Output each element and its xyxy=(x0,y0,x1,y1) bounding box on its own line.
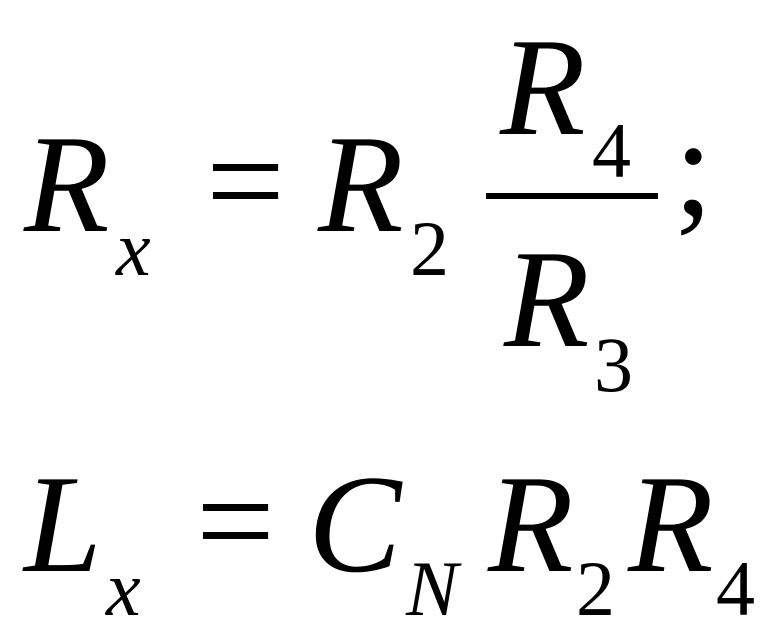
eq2-equals-sign: = xyxy=(196,444,275,599)
eq2-term2-symbol: R xyxy=(488,447,574,602)
eq1-semicolon: ; xyxy=(674,90,713,245)
eq1-numerator-symbol: R xyxy=(500,10,586,165)
eq2-term1-subscript: N xyxy=(406,545,459,632)
eq2-lhs-subscript: x xyxy=(106,545,141,632)
eq1-lhs-subscript: x xyxy=(116,205,151,292)
eq1-denominator-symbol: R xyxy=(504,222,590,377)
eq1-denominator-subscript: 3 xyxy=(594,321,633,408)
eq1-factor-symbol: R xyxy=(318,107,404,262)
eq1-fraction-bar xyxy=(486,193,658,199)
eq1-factor-subscript: 2 xyxy=(410,205,449,292)
eq1-lhs-symbol: R xyxy=(24,107,110,262)
eq1-numerator-subscript: 4 xyxy=(592,107,631,194)
eq2-term3-symbol: R xyxy=(628,447,714,602)
eq1-equals-sign: = xyxy=(206,104,285,259)
eq2-lhs-symbol: L xyxy=(24,447,102,602)
eq2-term1-symbol: C xyxy=(308,447,402,602)
eq2-term2-subscript: 2 xyxy=(576,545,615,632)
eq2-term3-subscript: 4 xyxy=(716,545,755,632)
